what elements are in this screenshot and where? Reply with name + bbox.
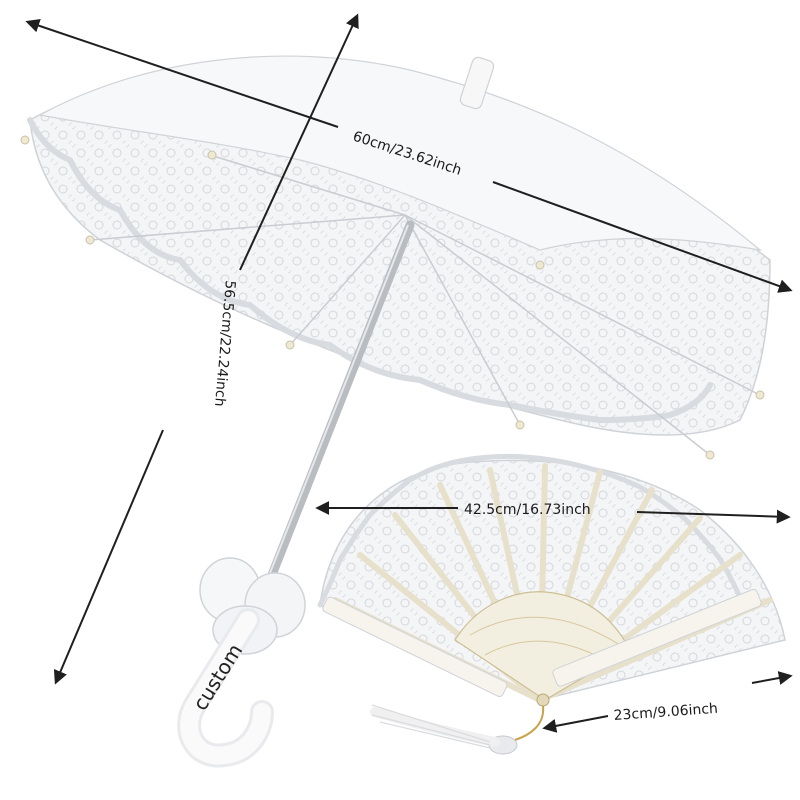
arrow-umbrella-diameter-right — [492, 181, 793, 293]
fan-pivot — [536, 693, 550, 707]
arrow-fan-width-right — [636, 509, 791, 524]
umbrella-shaft — [265, 220, 415, 585]
umbrella-canopy-top — [38, 55, 763, 251]
fan-width-label: 42.5cm/16.73inch — [464, 502, 591, 518]
dimension-arrows — [25, 13, 793, 733]
umbrella-ribs — [89, 154, 761, 456]
lace-umbrella: custom — [20, 55, 771, 768]
fan-guard-left — [322, 596, 508, 698]
umbrella-top-tip — [459, 56, 495, 110]
arrow-fan-length-left — [542, 715, 609, 733]
fan-scalloped-edge — [317, 453, 748, 612]
umbrella-handle-bow — [199, 557, 306, 655]
fan-tassel — [370, 704, 545, 755]
arrow-fan-length-right — [751, 671, 793, 685]
arrow-umbrella-length-top — [239, 13, 359, 271]
fan-guard-right — [552, 588, 762, 687]
umbrella-rib-tips — [20, 135, 765, 460]
fan-length-label: 23cm/9.06inch — [613, 701, 718, 724]
arrow-umbrella-diameter-left — [25, 18, 339, 128]
lace-fan — [317, 453, 786, 755]
arrow-umbrella-length-bottom — [53, 429, 164, 685]
umbrella-ruffle — [27, 117, 713, 424]
